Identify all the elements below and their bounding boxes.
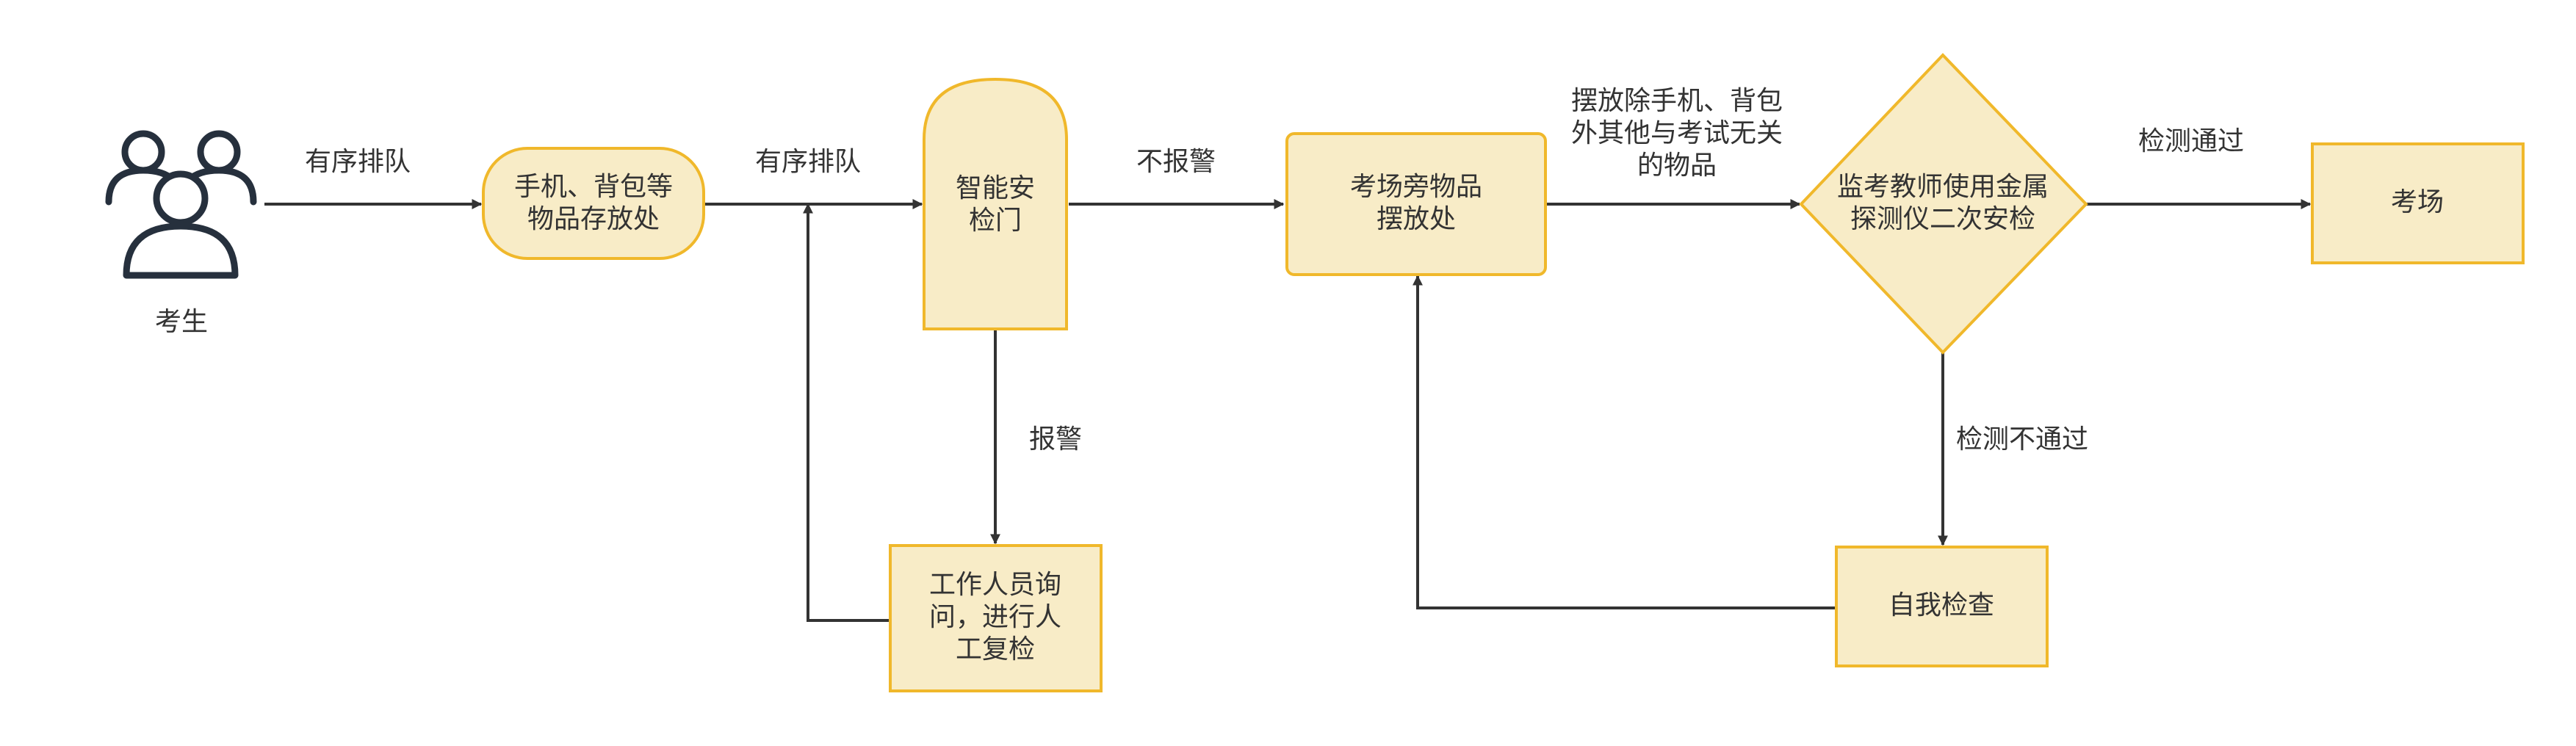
edge-label-fail-line-1: 检测不通过 bbox=[1956, 424, 2088, 455]
edge-self-check-return bbox=[1413, 275, 1836, 609]
node-label-storage-line-1: 手机、背包等 bbox=[514, 172, 673, 202]
node-label-teacher-line-2: 探测仪二次安检 bbox=[1850, 204, 2035, 234]
node-label-staff-line-3: 工复检 bbox=[956, 634, 1035, 664]
node-label-exam-room-line-1: 考场 bbox=[2391, 187, 2444, 217]
node-label-placement-line-2: 摆放处 bbox=[1377, 204, 1456, 234]
node-label-staff-line-1: 工作人员询 bbox=[929, 570, 1061, 600]
node-self-check[interactable] bbox=[1835, 546, 2049, 667]
node-label-self-check-line-1: 自我检查 bbox=[1888, 590, 1994, 620]
node-label-gate-line-1: 智能安 bbox=[956, 173, 1035, 203]
edge-label-queue-2-line-1: 有序排队 bbox=[755, 147, 861, 177]
node-security-gate[interactable] bbox=[923, 77, 1068, 330]
edge-label-place-items-line-2: 外其他与考试无关 bbox=[1571, 118, 1783, 148]
node-teacher-check[interactable] bbox=[1799, 53, 2088, 355]
actor-label: 考生 bbox=[155, 307, 208, 337]
people-group-icon bbox=[105, 130, 257, 279]
edge-staff-return bbox=[803, 203, 889, 622]
edge-label-pass-line-1: 检测通过 bbox=[2138, 126, 2244, 156]
node-label-staff-line-2: 问，进行人 bbox=[929, 602, 1061, 632]
edge-label-alarm-line-1: 报警 bbox=[1029, 424, 1082, 455]
edge-label-queue-1-line-1: 有序排队 bbox=[305, 147, 411, 177]
edge-label-no-alarm-line-1: 不报警 bbox=[1136, 147, 1216, 177]
edge-label-place-items-line-3: 的物品 bbox=[1637, 151, 1717, 181]
edge-label-place-items-line-1: 摆放除手机、背包 bbox=[1571, 86, 1783, 116]
node-staff-recheck[interactable] bbox=[889, 544, 1103, 692]
node-storage[interactable] bbox=[482, 147, 705, 260]
node-item-placement[interactable] bbox=[1285, 132, 1547, 276]
node-label-placement-line-1: 考场旁物品 bbox=[1350, 172, 1482, 202]
edges bbox=[264, 199, 2312, 622]
node-label-gate-line-2: 检门 bbox=[969, 206, 1022, 236]
node-label-storage-line-2: 物品存放处 bbox=[527, 204, 660, 234]
node-label-teacher-line-1: 监考教师使用金属 bbox=[1837, 172, 2049, 202]
node-exam-room[interactable] bbox=[2311, 142, 2525, 264]
